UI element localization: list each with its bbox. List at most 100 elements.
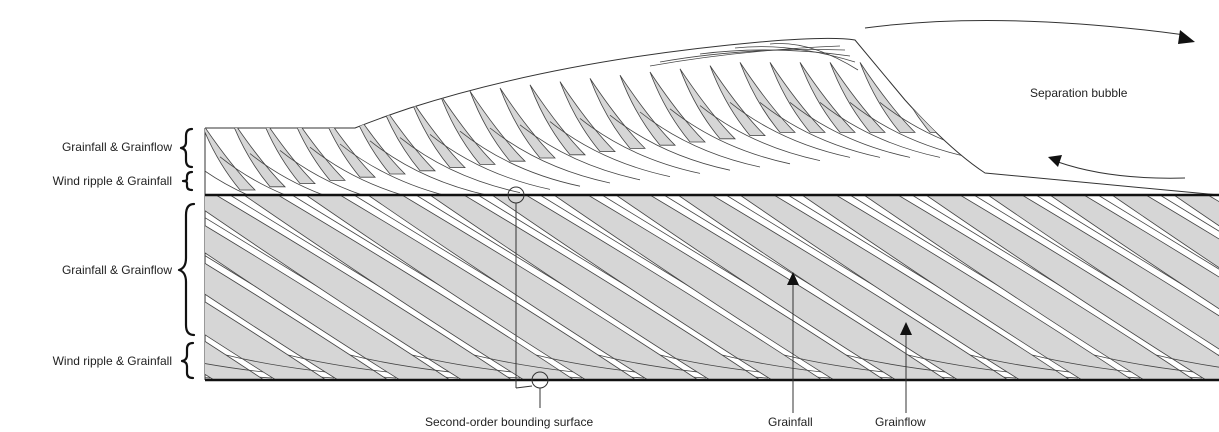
wind-ripple-lamina [489,127,611,184]
toeset-lamina [1155,354,1219,368]
grainflow-tongue [829,62,886,133]
wind-ripple-lamina [669,108,791,165]
toeset-lamina [1093,354,1219,375]
grainflow-wedge [205,301,327,380]
foreset-lamina [205,369,223,380]
grainflow-wedge [305,195,637,380]
grainflow-tongue [229,116,286,188]
grainflow-wedge [739,195,1071,380]
wind-ripple-lamina [549,121,671,177]
grainflow-wedge [0,195,140,380]
foreset-lamina [0,195,98,380]
dune-profile [205,37,1219,196]
label-grainflow: Grainflow [875,415,926,429]
grainflow-wedge [243,195,575,380]
wind-ripple-lamina [459,130,581,187]
grainflow-tongue [205,119,256,191]
grainflow-tongue [439,94,496,165]
grainflow-wedge [1049,195,1219,310]
grainflow-tongue [319,106,376,178]
label-lower-grainfall-grainflow: Grainfall & Grainflow [62,263,172,277]
wind-ripple-lamina [369,140,491,196]
wind-ripple-lamina [789,102,911,158]
wind-ripple-lamina [309,146,431,196]
grainflow-tongue [709,65,766,136]
toeset-lamina [0,355,24,378]
wind-ripple-lamina [339,143,461,196]
brace-upper-grainfall [179,127,194,169]
wind-ripple-lamina [249,153,371,196]
grainflow-tongue [679,68,736,140]
second-order-surface-callout: Second-order bounding surface [425,186,593,429]
grainflow-tongue [499,87,556,159]
foreset-lamina [1097,195,1219,270]
grainflow-wedge [801,195,1133,380]
grainflow-wedge [925,195,1219,380]
grainflow-tongue [379,100,436,172]
grainflow-tongue [259,113,316,184]
grainflow-wedge [205,262,389,380]
wind-ripple-lamina [699,105,821,161]
grainflow-tongue [289,110,346,181]
grainflow-wedge [429,195,761,380]
grainflow-wedge [205,225,451,380]
grainflow-tongue [559,81,616,152]
label-separation-bubble: Separation bubble [1030,86,1128,100]
wind-ripple-lamina [609,114,731,171]
grainflow-wedge [1111,195,1219,269]
grainflow-tongue [409,97,466,168]
grainflow-wedge [987,195,1219,350]
grainflow-wedge [615,195,947,380]
grainfall-callout: Grainfall [768,272,813,429]
grainflow-tongue [769,62,826,133]
grainflow-wedge [0,195,16,380]
grainflow-wedge [553,195,885,380]
grainflow-wedge [367,195,699,380]
upper-set-foresets [205,62,1061,196]
foreset-lamina [1159,195,1219,232]
wind-ripple-lamina [205,159,311,196]
grainflow-tongue [949,62,1006,133]
wind-ripple-lamina [939,102,1061,158]
grainflow-tongue [799,62,856,133]
crest-laminae [649,43,859,71]
grainflow-tongue [859,62,916,133]
flow-arrow-top [864,19,1195,44]
wind-ripple-lamina [519,124,641,181]
grainflow-wedge [677,195,1009,380]
grainflow-wedge [863,195,1195,380]
grainflow-tongue [649,71,706,143]
wind-ripple-lamina [759,102,881,158]
brace-lower-grainfall [177,202,196,337]
arrowhead-up-icon [787,272,799,285]
arrowhead-up-icon [900,322,912,335]
brace-upper-windripple [181,170,194,192]
wind-ripple-lamina [219,156,341,196]
arrowhead-right-icon [1178,30,1195,44]
lower-set-foresets [0,195,1219,380]
label-second-order-surface: Second-order bounding surface [425,415,593,429]
wind-ripple-lamina [429,134,551,190]
flow-arrow-return [1048,155,1186,179]
grainflow-tongue [349,103,406,175]
brace-lower-windripple [180,341,195,380]
grainflow-tongue [469,90,526,162]
grainflow-tongue [589,78,646,149]
grainflow-tongue [619,74,676,146]
grainflow-wedge [0,195,202,380]
wind-ripple-lamina [729,102,851,158]
grainflow-wedge [0,195,78,380]
label-grainfall: Grainfall [768,415,813,429]
grainflow-wedge [1173,195,1219,227]
label-upper-grainfall-grainflow: Grainfall & Grainflow [62,140,172,154]
wind-ripple-lamina [849,102,971,158]
grainflow-callout: Grainflow [875,322,926,429]
grainflow-tongue [739,62,796,133]
wind-ripple-lamina [399,137,521,193]
foreset-lamina [0,195,160,380]
wind-ripple-lamina [279,150,401,196]
wind-ripple-lamina [819,102,941,158]
grainflow-wedge [205,195,513,380]
label-upper-wind-ripple: Wind ripple & Grainfall [53,174,172,188]
